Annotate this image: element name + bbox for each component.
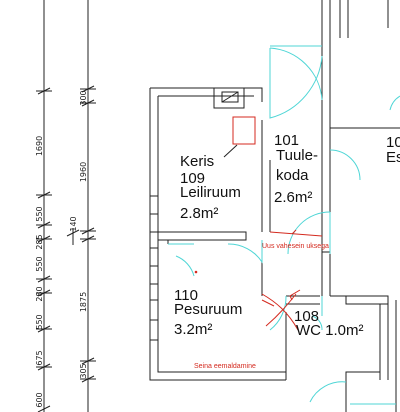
adjacent-room-number: 10 bbox=[386, 134, 400, 151]
room-109-number: 109 bbox=[180, 170, 205, 187]
room-101-name-line1: Tuule- bbox=[276, 147, 318, 164]
dim-label: 285 bbox=[35, 234, 44, 249]
dimension-labels: 1690 550 285 550 280 550 675 600 300 196… bbox=[35, 90, 88, 407]
wall-removal-note: Seina eemaldamine bbox=[194, 363, 256, 370]
stove-label: Keris bbox=[180, 153, 214, 170]
room-110-area: 3.2m² bbox=[174, 321, 212, 338]
dim-label: 300 bbox=[79, 90, 88, 105]
room-108-number: 108 bbox=[294, 308, 319, 325]
chimney-vent bbox=[213, 87, 245, 109]
room-110-number: 110 bbox=[174, 287, 198, 304]
dim-label: 550 bbox=[35, 256, 44, 271]
dimension-lines bbox=[36, 0, 96, 412]
dim-label: 305 bbox=[79, 363, 88, 378]
dim-label: 280 bbox=[35, 286, 44, 301]
dim-label: 550 bbox=[35, 206, 44, 221]
dim-label: 1875 bbox=[79, 292, 88, 312]
sauna-stove bbox=[232, 116, 256, 145]
annotations bbox=[194, 229, 323, 331]
room-109-area: 2.8m² bbox=[180, 205, 218, 222]
room-101-number: 101 bbox=[274, 132, 299, 149]
stove-leader-line bbox=[223, 144, 238, 158]
dim-label: 550 bbox=[35, 314, 44, 329]
room-108-label: WC 1.0m² bbox=[296, 322, 364, 339]
dim-label: 1960 bbox=[79, 162, 88, 182]
dim-label: 1690 bbox=[35, 136, 44, 156]
room-labels: Keris 109 Leiliruum 2.8m² 101 Tuule- kod… bbox=[174, 132, 400, 339]
room-101-area: 2.6m² bbox=[274, 189, 312, 206]
new-wall-note: Uus vahesein uksega bbox=[262, 243, 329, 250]
door-swings bbox=[168, 45, 400, 405]
dim-label: 600 bbox=[35, 392, 44, 407]
note-labels: Uus vahesein uksega Seina eemaldamine bbox=[194, 243, 329, 370]
room-101-name-line2: koda bbox=[276, 167, 309, 184]
dim-label: 675 bbox=[35, 350, 44, 365]
room-109-name: Leiliruum bbox=[180, 184, 241, 201]
dim-label: 140 bbox=[69, 216, 78, 231]
adjacent-room-name: Es bbox=[386, 149, 400, 166]
room-110-name: Pesuruum bbox=[174, 301, 242, 318]
